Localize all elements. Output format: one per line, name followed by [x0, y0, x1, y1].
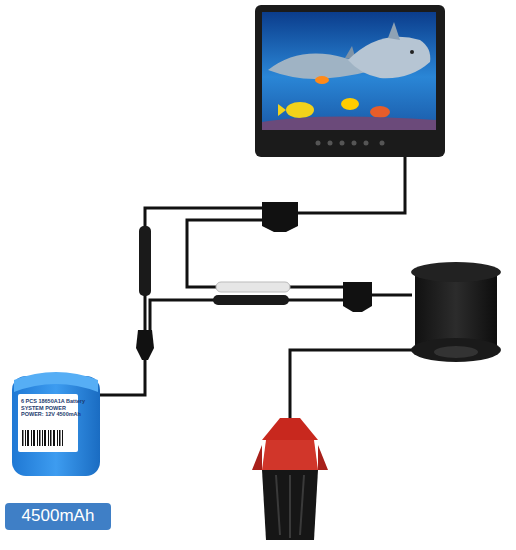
monitor [255, 5, 445, 157]
node-text: POWER: 12V 4500mAh [21, 411, 87, 418]
battery-pack [12, 372, 100, 476]
inline-connector [216, 282, 290, 292]
node-text: 4500mAh [8, 506, 108, 526]
battery-label: 6 PCS 18650A1A BatterySYSTEM POWERPOWER:… [19, 396, 89, 426]
cable [100, 157, 412, 418]
underwater-camera [252, 418, 328, 540]
dc-plug [136, 330, 154, 360]
splitter [262, 202, 298, 232]
node-text: 6 PCS 18650A1A Battery [21, 398, 87, 405]
splitter [343, 282, 372, 312]
inline-connector [213, 295, 289, 305]
cable-reel [411, 262, 501, 362]
node-text: SYSTEM POWER [21, 405, 87, 412]
capacity-badge: 4500mAh [5, 503, 111, 530]
inline-connector [139, 226, 151, 296]
